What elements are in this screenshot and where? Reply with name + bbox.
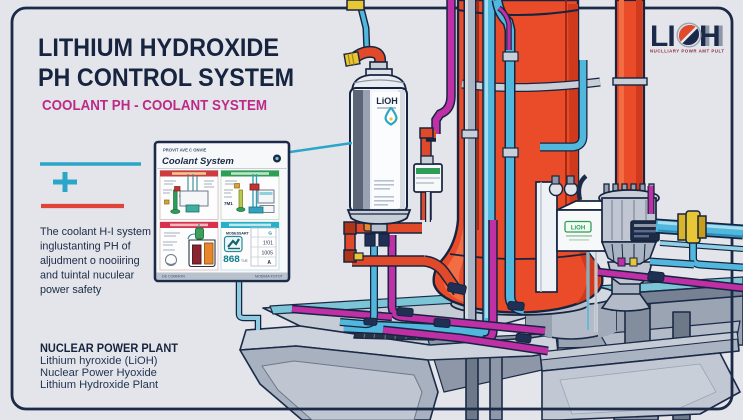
- svg-text:LiOH: LiOH: [571, 226, 585, 232]
- svg-text:PROVIT AVE C ONVIE: PROVIT AVE C ONVIE: [163, 148, 206, 153]
- svg-text:aljudment o nooiiring: aljudment o nooiiring: [40, 255, 140, 267]
- svg-text:and tuintal nuculear: and tuintal nuculear: [40, 270, 135, 282]
- svg-text:MOSESSART: MOSESSART: [226, 232, 250, 236]
- svg-text:DE COMMON: DE COMMON: [162, 275, 185, 279]
- svg-text:H: H: [699, 20, 721, 53]
- svg-text:LiOH: LiOH: [376, 96, 398, 106]
- svg-text:COOLANT PH - COOLANT SYSTEM: COOLANT PH - COOLANT SYSTEM: [42, 97, 267, 114]
- svg-text:The coolant H-I system: The coolant H-I system: [40, 226, 151, 238]
- svg-text:MODIMA FOTOT: MODIMA FOTOT: [255, 275, 283, 279]
- svg-text:1!01: 1!01: [263, 241, 273, 247]
- svg-text:868: 868: [223, 255, 240, 266]
- svg-text:LI: LI: [650, 20, 675, 53]
- svg-text:Coolant System: Coolant System: [162, 156, 234, 167]
- svg-text:Lithium Hydroxide Plant: Lithium Hydroxide Plant: [40, 379, 159, 391]
- svg-text:H: H: [703, 20, 725, 53]
- svg-text:NUCLLIARY POWR AMT PULT: NUCLLIARY POWR AMT PULT: [650, 48, 724, 53]
- svg-text:TUE: TUE: [241, 259, 249, 263]
- svg-text:NUCLEAR POWER PLANT: NUCLEAR POWER PLANT: [40, 341, 179, 355]
- svg-text:7M1: 7M1: [224, 201, 233, 206]
- svg-text:Nuclear Power Hyoxide: Nuclear Power Hyoxide: [40, 367, 157, 379]
- svg-text:A: A: [267, 260, 271, 266]
- svg-text:LITHIUM HYDROXIDE: LITHIUM HYDROXIDE: [38, 34, 279, 62]
- svg-text:Lithium hyroxide (LiOH): Lithium hyroxide (LiOH): [40, 355, 158, 367]
- svg-text:inglustanting PH of: inglustanting PH of: [40, 241, 132, 253]
- svg-text:G: G: [268, 231, 272, 236]
- svg-text:1005: 1005: [261, 251, 273, 257]
- svg-text:power safety: power safety: [40, 284, 102, 296]
- svg-text:PH CONTROL SYSTEM: PH CONTROL SYSTEM: [38, 64, 294, 92]
